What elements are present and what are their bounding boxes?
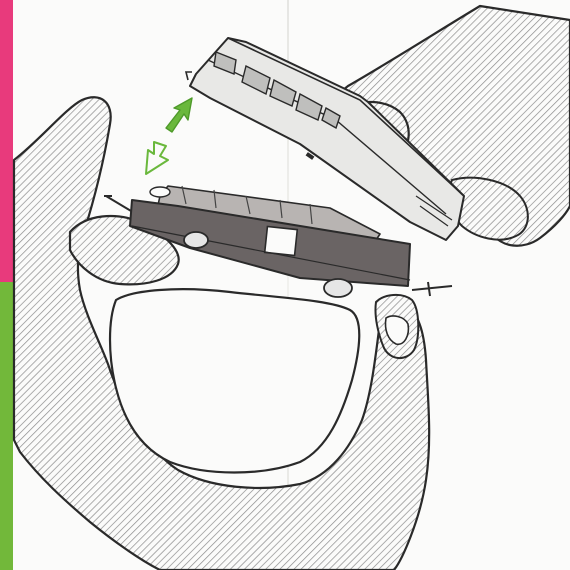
arrow-up-icon bbox=[166, 98, 192, 132]
hand-opening bbox=[110, 289, 359, 472]
wheel-front bbox=[184, 232, 208, 248]
arrow-down-icon bbox=[146, 142, 168, 174]
wheel-rear bbox=[324, 279, 352, 297]
chassis-cutout bbox=[265, 227, 298, 256]
